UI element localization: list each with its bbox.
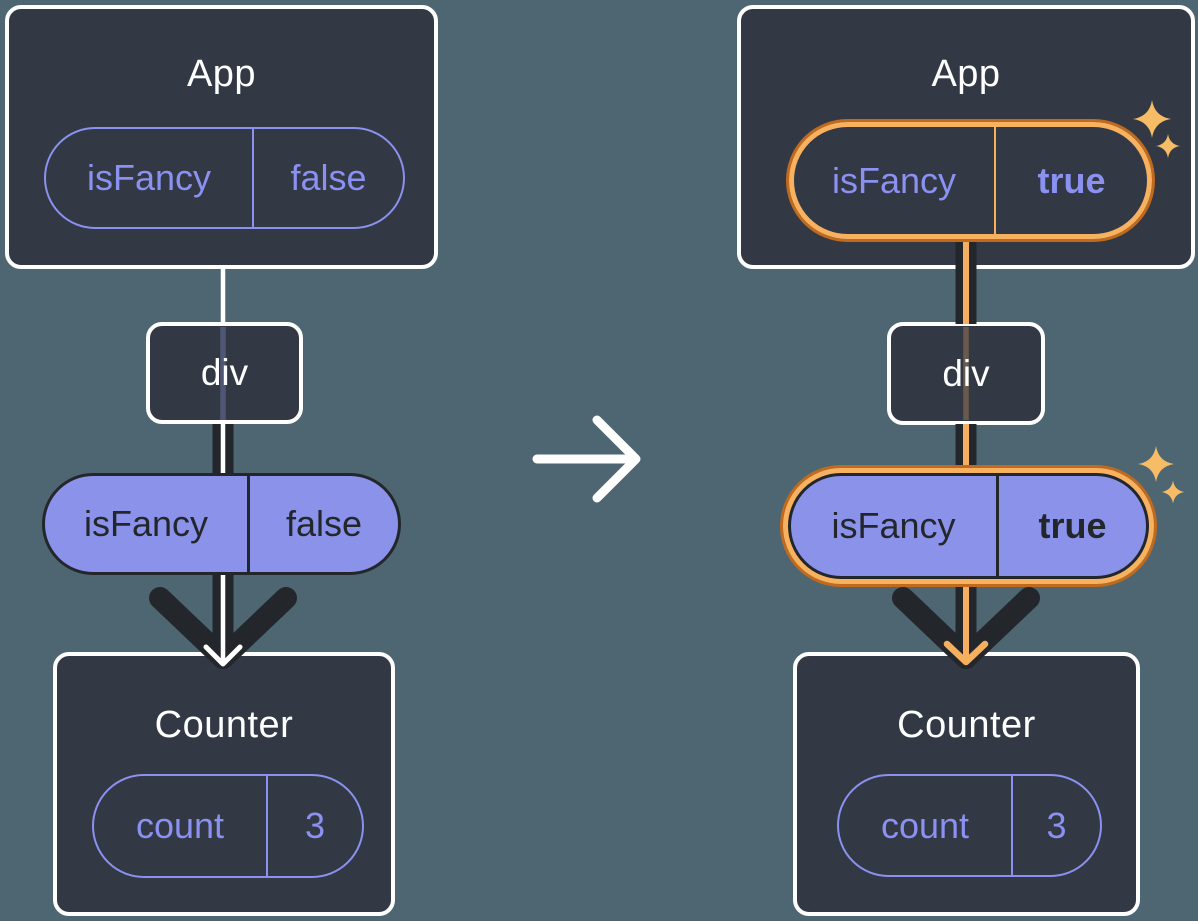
state-name: isFancy bbox=[86, 157, 212, 198]
counter-card-left: Counter count 3 bbox=[53, 652, 395, 916]
highlighted-state-pill-isfancy: isFancy true bbox=[786, 119, 1155, 242]
div-card-right: div bbox=[887, 322, 1045, 425]
state-value: true bbox=[994, 127, 1147, 234]
state-name: count bbox=[880, 804, 970, 846]
state-value: 3 bbox=[1011, 776, 1100, 875]
state-value: false bbox=[252, 129, 403, 227]
app-card-right: App isFancy true bbox=[737, 5, 1195, 269]
state-name: count bbox=[135, 805, 225, 846]
counter-card-right: Counter count 3 bbox=[793, 652, 1140, 916]
down-chevron-icon bbox=[149, 587, 297, 669]
app-card-left: App isFancy false bbox=[5, 5, 438, 269]
app-title: App bbox=[931, 53, 1001, 95]
state-pill-isfancy: isFancy false bbox=[44, 127, 405, 229]
right-connector bbox=[892, 238, 1040, 669]
state-value: 3 bbox=[266, 776, 362, 876]
state-pill-count: count 3 bbox=[92, 774, 364, 878]
highlighted-prop-pill-isfancy: isFancy true bbox=[780, 465, 1157, 587]
div-card-left: div bbox=[146, 322, 303, 424]
prop-value: false bbox=[247, 476, 398, 572]
counter-title: Counter bbox=[897, 704, 1036, 746]
state-name: isFancy bbox=[831, 159, 957, 201]
prop-name: isFancy bbox=[83, 503, 209, 544]
down-chevron-icon bbox=[892, 587, 1040, 669]
sparkle-icon bbox=[1138, 446, 1174, 482]
transform-arrow-icon bbox=[532, 415, 641, 503]
prop-value: true bbox=[996, 476, 1146, 576]
app-title: App bbox=[186, 53, 257, 95]
prop-name: isFancy bbox=[831, 505, 956, 546]
div-label: div bbox=[942, 352, 990, 394]
counter-title: Counter bbox=[154, 704, 294, 746]
div-label: div bbox=[200, 352, 249, 393]
state-pill-count: count 3 bbox=[837, 774, 1102, 877]
prop-pill-isfancy: isFancy false bbox=[42, 473, 401, 575]
sparkle-icon bbox=[1161, 480, 1185, 504]
